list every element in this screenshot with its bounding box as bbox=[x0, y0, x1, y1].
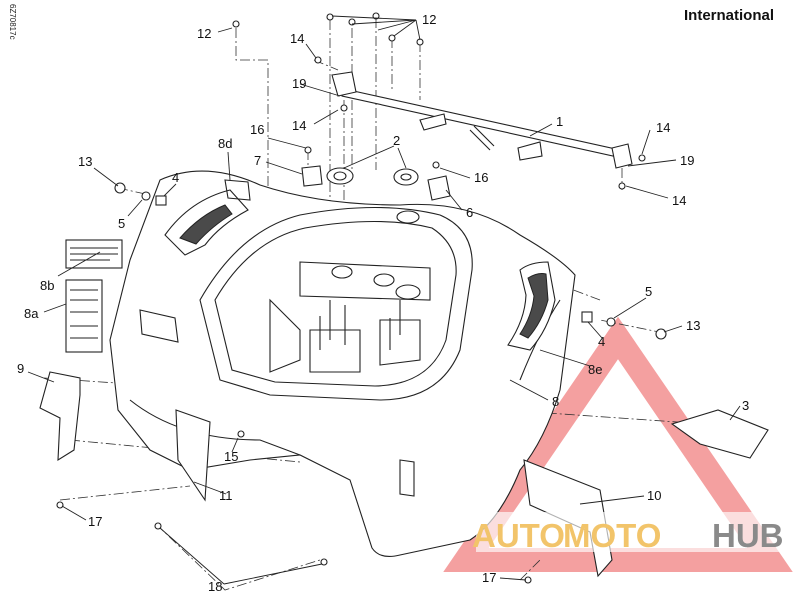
bracket-7 bbox=[301, 165, 323, 187]
callout-13-left: 13 bbox=[78, 154, 92, 169]
callout-8e: 8e bbox=[588, 362, 602, 377]
watermark-word-auto: AUTO bbox=[472, 517, 565, 554]
callout-12-top: 12 bbox=[422, 12, 436, 27]
watermark-wordmark: AUTO MOTO HUB bbox=[472, 512, 794, 554]
bracket-6 bbox=[427, 175, 451, 201]
watermark-word-moto: MOTO bbox=[563, 517, 661, 554]
callout-1: 1 bbox=[556, 114, 563, 129]
callout-17-left: 17 bbox=[88, 514, 102, 529]
mud-guard-9 bbox=[39, 371, 81, 462]
callout-14-a: 14 bbox=[290, 31, 304, 46]
callout-16-b: 16 bbox=[474, 170, 488, 185]
callout-13-right: 13 bbox=[686, 318, 700, 333]
callout-17-right: 17 bbox=[482, 570, 496, 585]
callout-numbers: 12 12 14 19 14 1 2 14 19 14 16 16 8d 7 6… bbox=[17, 12, 749, 594]
callout-18: 18 bbox=[208, 579, 222, 594]
fasteners bbox=[56, 12, 646, 584]
callout-14-d: 14 bbox=[672, 193, 686, 208]
callout-14-b: 14 bbox=[292, 118, 306, 133]
callout-12-left: 12 bbox=[197, 26, 211, 41]
side-rail-11 bbox=[175, 409, 211, 502]
rear-body-panel bbox=[109, 170, 576, 557]
callout-5-right: 5 bbox=[645, 284, 652, 299]
left-handle-8d bbox=[164, 179, 251, 256]
callout-10: 10 bbox=[647, 488, 661, 503]
grommets-2 bbox=[326, 167, 420, 224]
callout-7: 7 bbox=[254, 153, 261, 168]
watermark-word-hub: HUB bbox=[712, 517, 784, 554]
callout-19-b: 19 bbox=[680, 153, 694, 168]
callout-8a: 8a bbox=[24, 306, 39, 321]
region-label: International bbox=[684, 7, 774, 24]
callout-15: 15 bbox=[224, 449, 238, 464]
callout-8: 8 bbox=[552, 394, 559, 409]
callout-16-a: 16 bbox=[250, 122, 264, 137]
hardware-right bbox=[581, 311, 667, 340]
callout-2: 2 bbox=[393, 133, 400, 148]
callout-19-a: 19 bbox=[292, 76, 306, 91]
right-handle-8e bbox=[507, 261, 556, 351]
callout-14-c: 14 bbox=[656, 120, 670, 135]
callout-4-right: 4 bbox=[598, 334, 605, 349]
callout-5-left: 5 bbox=[118, 216, 125, 231]
rear-crossbar-1 bbox=[331, 71, 633, 169]
cover-panel-3 bbox=[670, 409, 769, 459]
callout-8b: 8b bbox=[40, 278, 54, 293]
safety-label-8a bbox=[65, 279, 103, 353]
leader-lines bbox=[27, 15, 741, 585]
safety-label-8b bbox=[65, 239, 123, 269]
callout-3: 3 bbox=[742, 398, 749, 413]
callout-6: 6 bbox=[466, 205, 473, 220]
callout-11: 11 bbox=[219, 488, 233, 503]
drawing-code: 6Z70817c bbox=[8, 4, 17, 40]
callout-8d: 8d bbox=[218, 136, 232, 151]
callout-4-left: 4 bbox=[172, 170, 179, 185]
callout-9: 9 bbox=[17, 361, 24, 376]
watermark-logo bbox=[443, 316, 793, 572]
